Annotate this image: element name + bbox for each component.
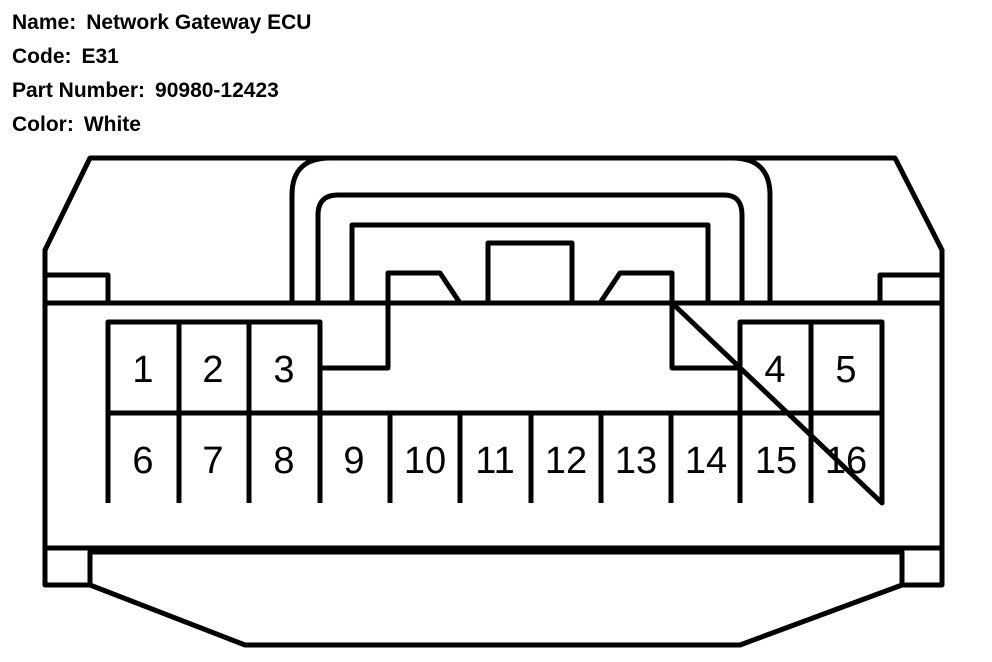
pin-bottom-row: 6 7 8 9 10 11 12 13 14 15 16	[132, 440, 867, 482]
left-ear	[45, 272, 111, 303]
right-ear	[877, 272, 942, 303]
color-label: Color:	[12, 113, 74, 136]
name-value: Network Gateway ECU	[86, 11, 312, 34]
pin-10-label: 10	[404, 440, 446, 482]
pin-14-label: 14	[685, 440, 727, 482]
lock-latch-tab	[485, 240, 575, 303]
pin-4-label: 4	[764, 349, 785, 391]
pin-16-label: 16	[825, 440, 867, 482]
connector-bottom-shroud	[87, 552, 905, 648]
pin-8-label: 8	[273, 440, 294, 482]
pin-12-label: 12	[545, 440, 587, 482]
color-value: White	[83, 113, 141, 136]
pin-top-row: 1 2 3 4 5	[132, 349, 856, 391]
part-number-label: Part Number:	[12, 79, 146, 102]
pin-7-label: 7	[202, 440, 223, 482]
lock-hump-outer	[289, 155, 773, 303]
code-label: Code:	[12, 45, 72, 68]
pin-6-label: 6	[132, 440, 153, 482]
pin-13-label: 13	[615, 440, 657, 482]
code-row: Code: E31	[12, 40, 311, 74]
part-number-row: Part Number: 90980-12423	[12, 74, 311, 108]
pin-5-label: 5	[835, 349, 856, 391]
lock-latch-frame	[349, 222, 711, 303]
connector-info: Name: Network Gateway ECU Code: E31 Part N…	[12, 6, 311, 142]
code-value: E31	[81, 45, 119, 68]
pin-9-label: 9	[343, 440, 364, 482]
terminal-cavity-block	[105, 300, 885, 506]
color-row: Color: White	[12, 108, 311, 142]
pin-15-label: 15	[755, 440, 797, 482]
lock-hump-inner	[315, 192, 745, 303]
pin-11-label: 11	[475, 440, 514, 482]
name-row: Name: Network Gateway ECU	[12, 6, 311, 40]
lock-latch-right-arm	[597, 270, 675, 305]
pin-3-label: 3	[273, 349, 294, 391]
pin-1-label: 1	[132, 349, 153, 391]
pin-2-label: 2	[202, 349, 223, 391]
part-number-value: 90980-12423	[155, 79, 279, 102]
name-label: Name:	[12, 11, 77, 34]
lock-latch-left-arm	[385, 270, 463, 305]
